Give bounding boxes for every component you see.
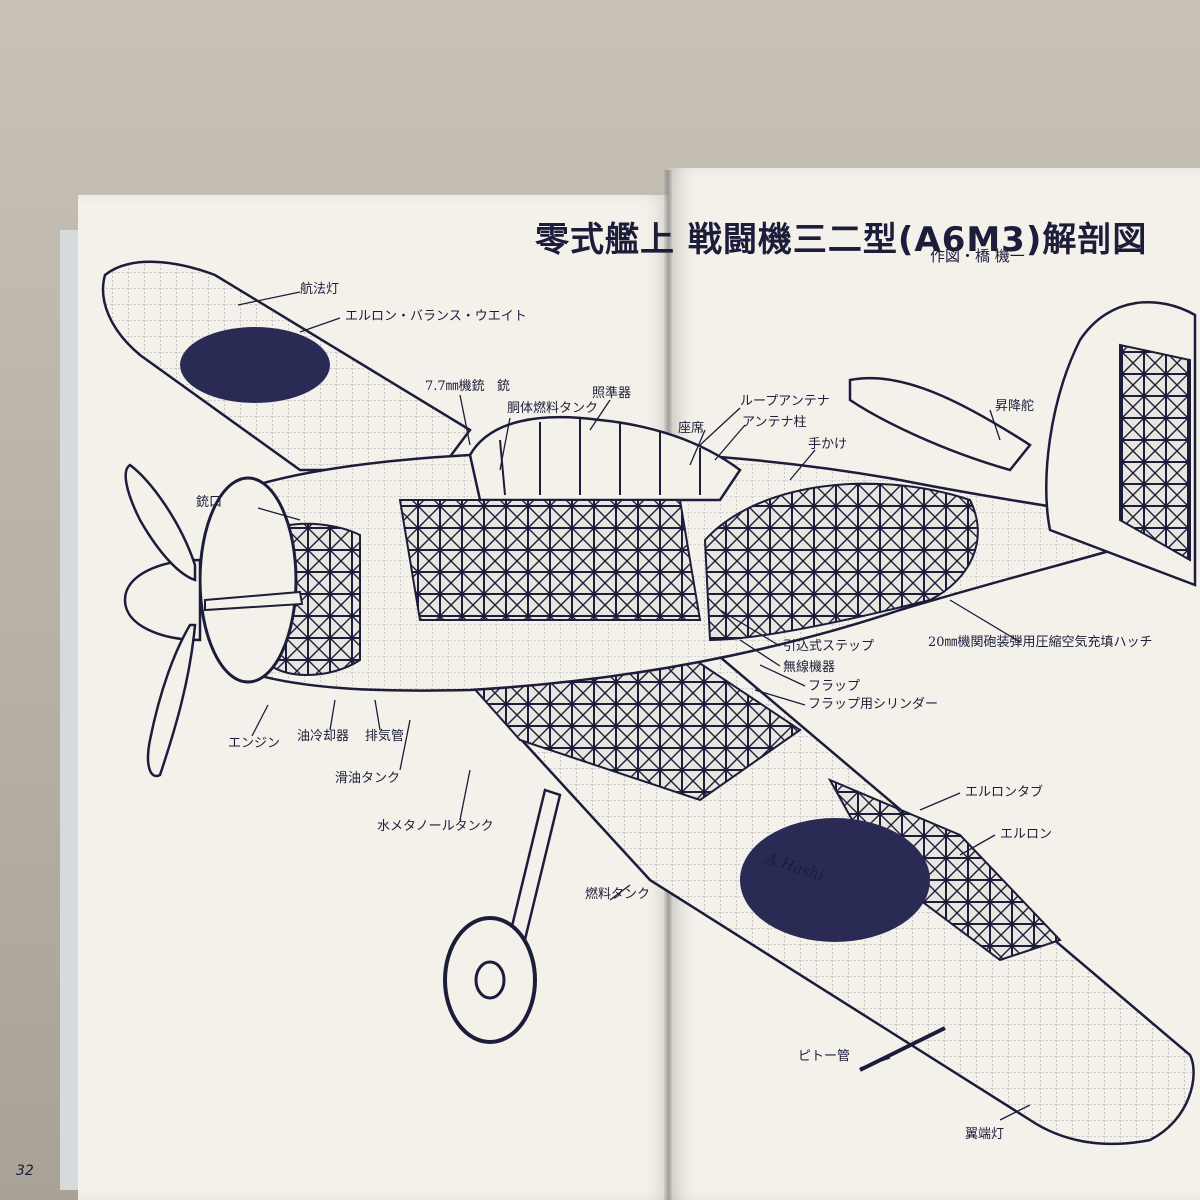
callout-aileron: エルロン bbox=[1000, 827, 1053, 842]
callout-fuel-tank: 燃料タンク bbox=[585, 887, 651, 902]
cockpit-cutaway bbox=[398, 499, 702, 621]
callout-loop-antenna: ループアンテナ bbox=[740, 394, 830, 409]
horizontal-stabilizer bbox=[848, 376, 1032, 472]
canopy bbox=[468, 415, 742, 502]
propeller-blade-upper bbox=[124, 463, 197, 582]
callout-flap: フラップ bbox=[808, 679, 861, 694]
callout-fuselage-fuel-tank: 胴体燃料タンク bbox=[507, 401, 599, 416]
rear-fuselage-cutaway bbox=[703, 482, 979, 642]
propeller-blade-right bbox=[204, 590, 304, 612]
propeller-blade-lower bbox=[146, 623, 197, 778]
callout-engine: エンジン bbox=[228, 736, 281, 751]
callout-antenna-mast: アンテナ柱 bbox=[742, 415, 807, 430]
callout-aileron-tab: エルロンタブ bbox=[965, 785, 1044, 800]
callout-retractable-step: 引込式ステップ bbox=[783, 639, 875, 654]
callout-navigation-light: 航法灯 bbox=[300, 282, 340, 297]
callout-flap-cylinder: フラップ用シリンダー bbox=[808, 697, 939, 712]
callout-aileron-balance-weight: エルロン・バランス・ウエイト bbox=[345, 309, 527, 324]
callout-machine-gun-7-7: 7.7㎜機銃 bbox=[425, 379, 485, 394]
callout-handhold: 手かけ bbox=[808, 437, 848, 452]
upper-wing-hinomaru bbox=[180, 327, 330, 403]
page-stack-edge bbox=[60, 230, 80, 1190]
callout-oil-tank: 滑油タンク bbox=[335, 771, 401, 786]
callout-seat: 座席 bbox=[678, 421, 705, 436]
callout-wingtip-light: 翼端灯 bbox=[965, 1127, 1005, 1142]
callout-radio-equipment: 無線機器 bbox=[783, 660, 836, 675]
callout-oil-cooler: 油冷却器 bbox=[297, 729, 350, 744]
callout-gunsight: 照準器 bbox=[592, 386, 632, 401]
page-number: 32 bbox=[16, 1163, 34, 1179]
page-title: 零式艦上 戦闘機三二型(A6M3)解剖図 bbox=[535, 220, 1148, 260]
callout-pitot-tube: ピトー管 bbox=[798, 1049, 851, 1064]
callout-exhaust-pipe: 排気管 bbox=[365, 729, 405, 744]
callout-gun-port: 銃口 bbox=[196, 495, 223, 510]
callout-cannon-air-hatch: 20㎜機関砲装弾用圧縮空気充填ハッチ bbox=[928, 635, 1153, 650]
illustration-credit: 作図・橋 機一 bbox=[930, 247, 1025, 265]
callout-elevator: 昇降舵 bbox=[995, 399, 1035, 414]
propeller-spinner bbox=[123, 558, 202, 642]
lower-wing-hinomaru bbox=[740, 818, 930, 942]
callout-gun: 銃 bbox=[497, 379, 511, 394]
callout-water-methanol-tank: 水メタノールタンク bbox=[377, 819, 494, 834]
